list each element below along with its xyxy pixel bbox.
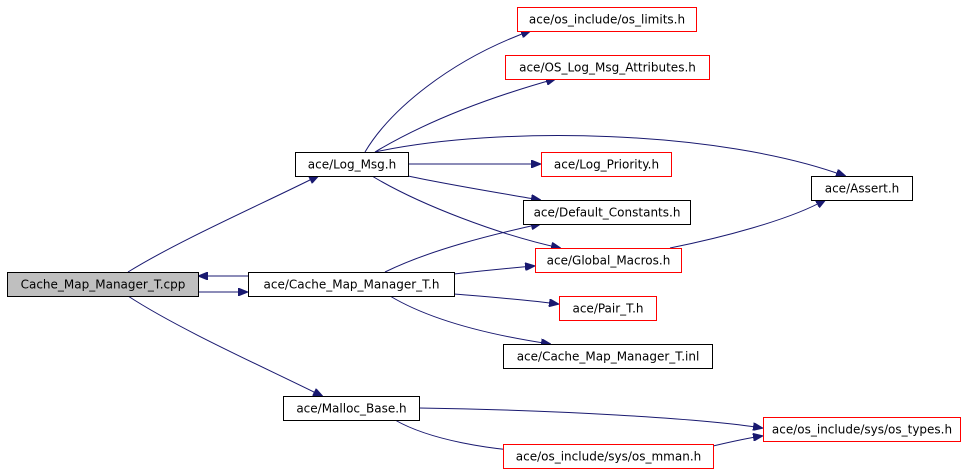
node-label: ace/Malloc_Base.h — [296, 402, 406, 416]
node-box — [517, 7, 697, 32]
node-label: ace/Log_Priority.h — [554, 158, 659, 172]
edge-cache-map-manager-t-cpp-to-log-msg-h — [127, 176, 318, 273]
node-label: Cache_Map_Manager_T.cpp — [21, 278, 186, 292]
node-box — [763, 417, 961, 442]
edge-log-msg-h-to-os-log-msg-attributes-h — [374, 79, 555, 153]
node-label: ace/OS_Log_Msg_Attributes.h — [519, 61, 696, 75]
node-pair-t-h[interactable]: ace/Pair_T.h — [559, 296, 657, 321]
edge-log-msg-h-to-assert-h — [374, 135, 845, 176]
edge-cache-map-manager-t-h-to-global-macros-h — [453, 266, 534, 275]
edge-global-macros-h-to-assert-h — [669, 200, 825, 249]
node-label: ace/Global_Macros.h — [547, 254, 671, 268]
node-os-types-h[interactable]: ace/os_include/sys/os_types.h — [763, 417, 961, 442]
node-box — [535, 248, 682, 273]
node-box — [811, 176, 913, 201]
nodes-layer: Cache_Map_Manager_T.cpp ace/Log_Msg.h ace/… — [7, 7, 961, 469]
node-label: ace/Log_Msg.h — [308, 158, 396, 172]
node-cache-map-manager-t-cpp: Cache_Map_Manager_T.cpp — [7, 272, 199, 297]
node-malloc-base-h[interactable]: ace/Malloc_Base.h — [283, 396, 420, 421]
node-cache-map-manager-t-inl[interactable]: ace/Cache_Map_Manager_T.inl — [503, 344, 713, 369]
node-cache-map-manager-t-h[interactable]: ace/Cache_Map_Manager_T.h — [248, 272, 455, 297]
edge-cache-map-manager-t-h-to-cache-map-manager-t-inl — [389, 295, 550, 344]
node-box — [7, 272, 199, 297]
node-box — [248, 272, 455, 297]
edges-layer — [127, 31, 845, 452]
node-label: ace/Pair_T.h — [572, 302, 643, 316]
node-os-mman-h[interactable]: ace/os_include/sys/os_mman.h — [503, 444, 714, 469]
edge-os-mman-h-to-os-types-h — [712, 436, 762, 447]
node-box — [503, 344, 713, 369]
edge-log-msg-h-to-default-constants-h — [407, 175, 540, 200]
node-global-macros-h[interactable]: ace/Global_Macros.h — [535, 248, 682, 273]
node-label: ace/Assert.h — [825, 182, 900, 196]
node-label: ace/os_include/sys/os_mman.h — [516, 450, 702, 464]
edge-malloc-base-h-to-os-types-h — [418, 407, 762, 428]
node-log-priority-h[interactable]: ace/Log_Priority.h — [541, 152, 672, 177]
node-label: ace/os_include/sys/os_types.h — [772, 423, 952, 437]
node-assert-h[interactable]: ace/Assert.h — [811, 176, 913, 201]
node-log-msg-h[interactable]: ace/Log_Msg.h — [295, 152, 409, 177]
node-box — [541, 152, 672, 177]
node-label: ace/os_include/os_limits.h — [529, 13, 685, 27]
edge-cache-map-manager-t-h-to-pair-t-h — [453, 293, 558, 304]
node-box — [523, 200, 691, 225]
node-box — [295, 152, 409, 177]
edge-log-msg-h-to-os-limits-h — [364, 31, 530, 153]
node-box — [559, 296, 657, 321]
node-default-constants-h[interactable]: ace/Default_Constants.h — [523, 200, 691, 225]
node-label: ace/Cache_Map_Manager_T.h — [264, 278, 440, 292]
node-label: ace/Default_Constants.h — [534, 206, 681, 220]
node-box — [283, 396, 420, 421]
edge-cache-map-manager-t-cpp-to-malloc-base-h — [127, 295, 322, 396]
node-box — [505, 55, 710, 80]
node-box — [503, 444, 714, 469]
edge-cache-map-manager-t-h-to-default-constants-h — [384, 224, 540, 273]
node-os-limits-h[interactable]: ace/os_include/os_limits.h — [517, 7, 697, 32]
node-label: ace/Cache_Map_Manager_T.inl — [517, 350, 700, 364]
node-os-log-msg-attributes-h[interactable]: ace/OS_Log_Msg_Attributes.h — [505, 55, 710, 80]
edge-log-msg-h-to-global-macros-h — [371, 175, 560, 248]
